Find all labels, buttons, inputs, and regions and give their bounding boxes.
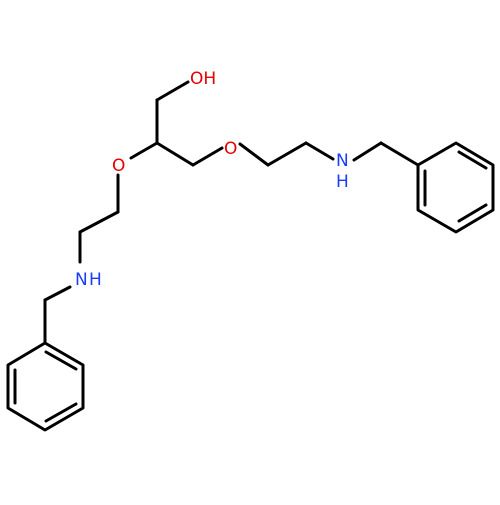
bond-n1-c6 [352, 141, 383, 162]
bond-c3-o2 [191, 146, 224, 167]
atom-label-hydroxyl: OH [190, 69, 216, 89]
atom-label-layer: OH O O N H N H [75, 69, 349, 290]
bond-c2-c3 [155, 141, 195, 167]
bond-c1-oh [155, 80, 190, 102]
atom-label-ether-oxygen-1: O [112, 156, 125, 176]
bond-o2-c4 [238, 142, 270, 167]
bond-layer [6, 80, 495, 432]
atom-label-amine-1-h: H [336, 172, 349, 192]
bond-c6-ring1 [379, 141, 420, 167]
bond-n2-c9 [43, 285, 72, 302]
atom-label-amine-1-n: N [336, 151, 349, 171]
atom-label-amine-2-n: N [75, 270, 88, 290]
bond-c5-n1 [304, 141, 335, 161]
bond-c7-c8 [78, 210, 120, 234]
bond-c2-o1 [129, 141, 159, 160]
ring-left-double-1 [44, 350, 78, 371]
atom-label-ether-oxygen-2: O [224, 139, 237, 159]
benzene-ring-left [6, 341, 85, 432]
benzene-ring-right [416, 141, 495, 234]
ring-left-double-2 [44, 402, 78, 423]
atom-label-amine-2-h: H [89, 270, 102, 290]
ring-right-double-2 [457, 203, 488, 223]
ring-right-double-1 [457, 150, 488, 170]
bond-c4-c5 [266, 141, 308, 167]
